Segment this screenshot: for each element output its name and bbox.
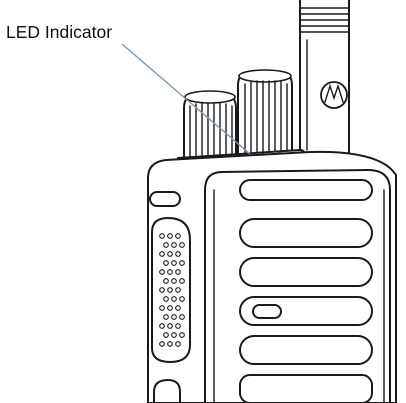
ptt-texture-dot <box>163 296 169 302</box>
ptt-texture-dot <box>167 251 173 257</box>
ptt-texture-dot <box>163 260 169 266</box>
ptt-texture-dot <box>179 260 185 266</box>
ptt-texture-dot <box>175 323 181 329</box>
ptt-texture-dot <box>175 341 181 347</box>
side-button-bottom <box>153 379 181 403</box>
side-button-top <box>149 191 181 207</box>
ptt-texture-dot <box>171 314 177 320</box>
ptt-texture-dot <box>179 314 185 320</box>
ptt-texture-dot <box>167 269 173 275</box>
channel-knob <box>183 90 237 161</box>
ptt-texture-dot <box>179 296 185 302</box>
ptt-texture-dot <box>159 341 165 347</box>
volume-knob <box>237 69 293 161</box>
ptt-texture-dot <box>163 332 169 338</box>
ptt-texture-dot <box>159 323 165 329</box>
ptt-texture-dot <box>167 233 173 239</box>
ptt-texture-dot <box>175 251 181 257</box>
motorola-logo-icon <box>320 81 348 109</box>
ptt-texture-dot <box>163 242 169 248</box>
ptt-texture-dot <box>175 287 181 293</box>
ptt-texture-dot <box>171 242 177 248</box>
ptt-texture-dot <box>159 287 165 293</box>
ptt-texture-dot <box>167 305 173 311</box>
ptt-texture-dot <box>171 278 177 284</box>
ptt-texture-dot <box>171 296 177 302</box>
ptt-button <box>151 217 191 363</box>
callout-leader-line <box>121 43 251 155</box>
ptt-texture-dot <box>163 278 169 284</box>
ptt-texture-dot <box>175 305 181 311</box>
speaker-grille <box>239 179 373 403</box>
ptt-texture-dot <box>171 332 177 338</box>
ptt-texture-dot <box>171 260 177 266</box>
ptt-texture-dot <box>179 242 185 248</box>
ptt-texture-dot <box>163 314 169 320</box>
ptt-texture-dot <box>167 287 173 293</box>
ptt-texture-dot <box>159 251 165 257</box>
antenna <box>299 0 350 161</box>
callout-label-led-indicator: LED Indicator <box>6 22 113 42</box>
ptt-texture-dot <box>175 233 181 239</box>
ptt-texture-dot <box>175 269 181 275</box>
ptt-texture-dot <box>167 341 173 347</box>
ptt-texture-dot <box>159 233 165 239</box>
ptt-texture-dot <box>159 305 165 311</box>
ptt-texture-dot <box>179 332 185 338</box>
ptt-texture-dot <box>159 269 165 275</box>
ptt-texture-dot <box>179 278 185 284</box>
ptt-texture-dot <box>167 323 173 329</box>
